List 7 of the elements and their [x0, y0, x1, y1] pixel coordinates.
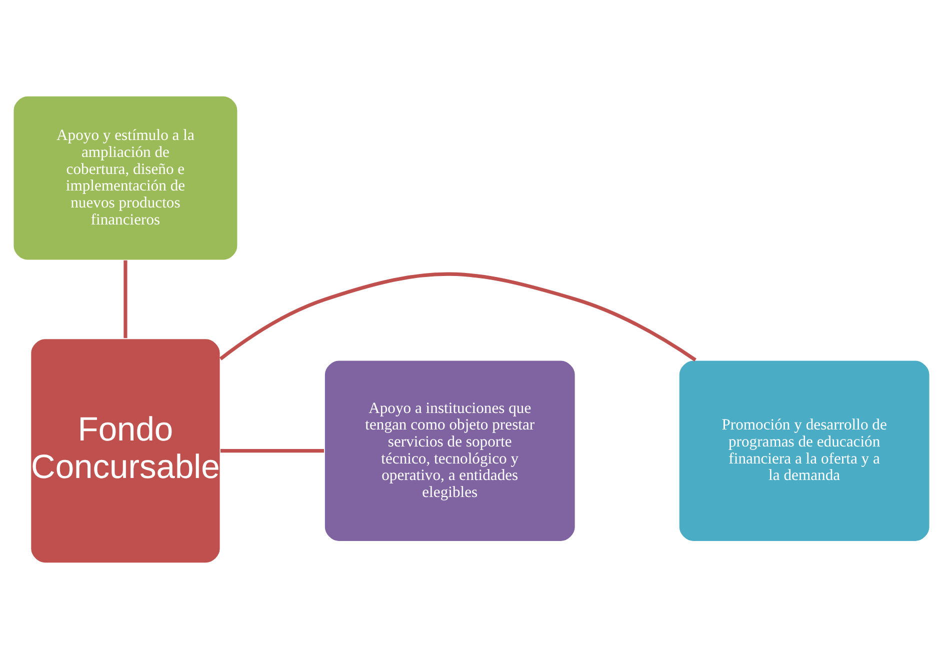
node-box: Promoción y desarrollo de programas de educación financiera a la oferta y a la demanda — [678, 359, 930, 542]
node-box: Apoyo a instituciones que tengan como objeto prestar servicios de soporte técnico, tecnológico y operativo, a entidades elegibles — [324, 359, 576, 542]
connector — [124, 260, 128, 338]
connector — [220, 448, 324, 452]
node-box: Apoyo y estímulo a la ampliación de cobertura, diseño e implementación de nuevos productos financieros — [12, 94, 238, 261]
connector — [219, 272, 696, 361]
node-box: Fondo Concursable — [30, 337, 221, 564]
